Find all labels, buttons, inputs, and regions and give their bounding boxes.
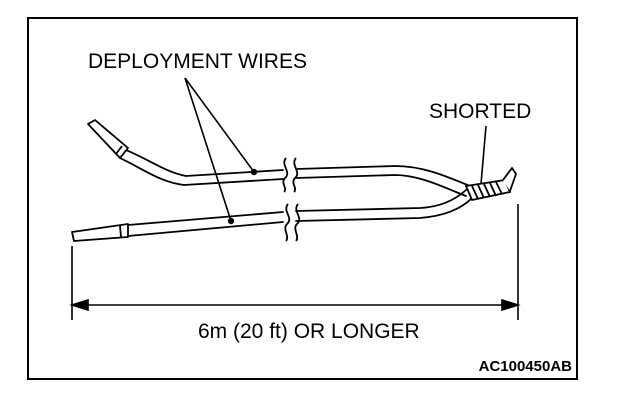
lower-wire xyxy=(127,189,473,237)
leader-lines xyxy=(184,77,487,225)
upper-wire-tip xyxy=(87,119,129,159)
figure-frame xyxy=(27,17,578,380)
length-dimension-label: 6m (20 ft) OR LONGER xyxy=(198,320,420,343)
lower-wire-tip xyxy=(71,223,129,242)
break-mark-lower xyxy=(284,203,301,242)
dimension-line xyxy=(69,204,521,320)
break-mark-upper xyxy=(282,157,299,193)
upper-wire xyxy=(119,149,471,197)
shorted-twist xyxy=(464,167,517,202)
figure-id-label: AC100450AB xyxy=(478,358,572,375)
deployment-wires-label: DEPLOYMENT WIRES xyxy=(88,50,307,73)
shorted-label: SHORTED xyxy=(429,100,532,123)
